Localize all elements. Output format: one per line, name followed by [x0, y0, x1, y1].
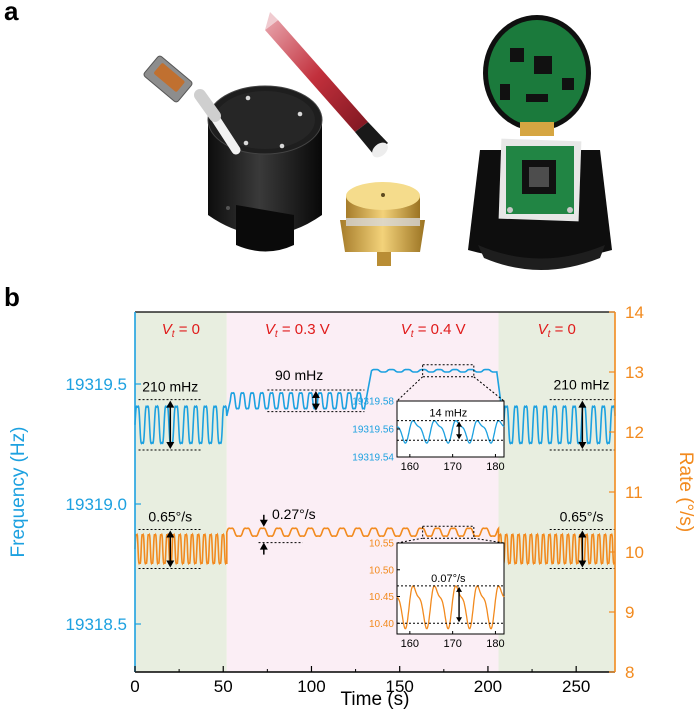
freq-annotation-03-arrowhead-up — [311, 391, 320, 398]
frequency-inset-ann-label: 14 mHz — [429, 408, 467, 420]
rate-annotation-03-label: 0.27°/s — [272, 506, 316, 522]
freq-annotation-0b-label: 210 mHz — [553, 377, 609, 393]
rate-inset-zoom-line-left — [396, 537, 423, 544]
panel-b-label: b — [4, 282, 20, 312]
y-right-tick-label: 9 — [625, 603, 634, 622]
x-tick-label: 200 — [474, 677, 502, 696]
panel-a-label: a — [4, 0, 19, 26]
x-tick-label: 50 — [214, 677, 233, 696]
resonator-package-icon — [340, 182, 425, 266]
zone-1 — [226, 312, 368, 672]
y-right-tick-label: 13 — [625, 363, 644, 382]
frequency-inset-frame — [396, 400, 505, 458]
rate-inset-source-box — [422, 525, 475, 539]
rate-inset-line — [396, 585, 505, 630]
rate-annotation-0b-arrowhead-down — [578, 560, 587, 568]
frequency-inset-ann-head-up — [456, 421, 463, 427]
frequency-inset-ytick-label: 19319.58 — [352, 397, 394, 408]
y-right-tick-label: 8 — [625, 663, 634, 682]
annotations: 210 mHz 90 mHz 210 mHz 0.65°/s 0.27°/s 0.65°/… — [138, 367, 615, 569]
device-photograph — [143, 12, 612, 270]
y-right-tick-label: 11 — [625, 483, 643, 502]
rate-inset-ytick-label: 10.55 — [369, 539, 394, 550]
series-line-frequency — [134, 368, 616, 445]
rate-inset-xtick-label: 180 — [486, 638, 504, 650]
traces — [134, 368, 616, 566]
freq-annotation-0-arrowhead-down — [166, 442, 175, 449]
frequency-inset: 160 170 180 19319.54 19319.56 19319.58 14 mHz — [352, 364, 505, 473]
frequency-inset-ytick-label: 19319.54 — [352, 453, 394, 464]
frequency-inset-xtick-label: 160 — [401, 461, 419, 473]
frequency-inset-ann-head-down — [456, 434, 463, 440]
rate-inset-ann-head-up — [456, 586, 463, 592]
y-right-tick-label: 10 — [625, 543, 644, 562]
y-left-tick-label: 19318.5 — [66, 615, 127, 634]
rate-inset-xtick-label: 170 — [443, 638, 461, 650]
x-tick-label: 100 — [297, 677, 325, 696]
rate-inset-ann-head-down — [456, 617, 463, 623]
y-left-tick-label: 19319.0 — [66, 495, 127, 514]
freq-annotation-03-arrowhead-down — [311, 403, 320, 411]
frequency-inset-zoom-line-left — [396, 376, 423, 402]
zone-3 — [498, 312, 615, 672]
connector-cable-icon — [143, 55, 241, 155]
rate-annotation-0-arrowhead-up — [166, 530, 175, 538]
rate-inset-ytick-label: 10.40 — [369, 619, 394, 630]
y-left-axis-label: Frequency (Hz) — [8, 427, 29, 558]
freq-annotation-0-arrowhead-up — [166, 400, 175, 408]
freq-annotation-0b-arrowhead-up — [578, 400, 587, 408]
freq-annotation-0b-arrowhead-down — [578, 442, 587, 449]
rate-inset-zoom-line-right — [473, 537, 505, 544]
y-right-tick-label: 12 — [625, 423, 644, 442]
frequency-inset-ytick-label: 19319.56 — [352, 425, 394, 436]
x-tick-label: 150 — [386, 677, 414, 696]
frequency-inset-xtick-label: 170 — [443, 461, 461, 473]
zone-label-2: Vt = 0.4 V — [401, 321, 466, 340]
x-tick-label: 0 — [130, 677, 139, 696]
freq-annotation-03-label: 90 mHz — [275, 367, 323, 383]
rate-inset-xtick-label: 160 — [401, 638, 419, 650]
freq-annotation-0-label: 210 mHz — [142, 379, 198, 395]
rate-annotation-0-label: 0.65°/s — [148, 509, 192, 525]
rate-annotation-0b-arrowhead-up — [578, 530, 587, 538]
zone-label-1: Vt = 0.3 V — [265, 321, 330, 340]
rate-inset: 160 170 180 10.40 10.45 10.50 10.55 0.07°/s — [369, 525, 505, 650]
x-axis-label: Time (s) — [341, 689, 410, 710]
frequency-inset-line — [396, 420, 505, 444]
frequency-inset-source-box — [422, 364, 475, 378]
y-right-axis-label: Rate (°/s) — [675, 452, 696, 532]
zone-label-0: Vt = 0 — [162, 321, 200, 340]
zone-label-3: Vt = 0 — [538, 321, 576, 340]
circuit-board-icon — [468, 15, 612, 270]
frequency-inset-xtick-label: 180 — [486, 461, 504, 473]
frequency-inset-zoom-line-right — [473, 376, 505, 402]
rate-annotation-0b-label: 0.65°/s — [560, 509, 604, 525]
rate-inset-ytick-label: 10.50 — [369, 565, 394, 576]
rate-annotation-03-arrowhead-up — [259, 542, 268, 550]
x-tick-label: 250 — [562, 677, 590, 696]
zone-0 — [135, 312, 227, 672]
series-line-rate — [134, 526, 616, 566]
rate-annotation-0-arrowhead-down — [166, 560, 175, 568]
rate-inset-ytick-label: 10.45 — [369, 592, 394, 603]
pen-icon — [265, 12, 388, 158]
y-left-tick-label: 19319.5 — [66, 375, 127, 394]
rate-inset-ann-label: 0.07°/s — [431, 573, 466, 585]
y-right-tick-label: 14 — [625, 303, 644, 322]
rate-annotation-03-arrowhead-down — [259, 519, 268, 527]
